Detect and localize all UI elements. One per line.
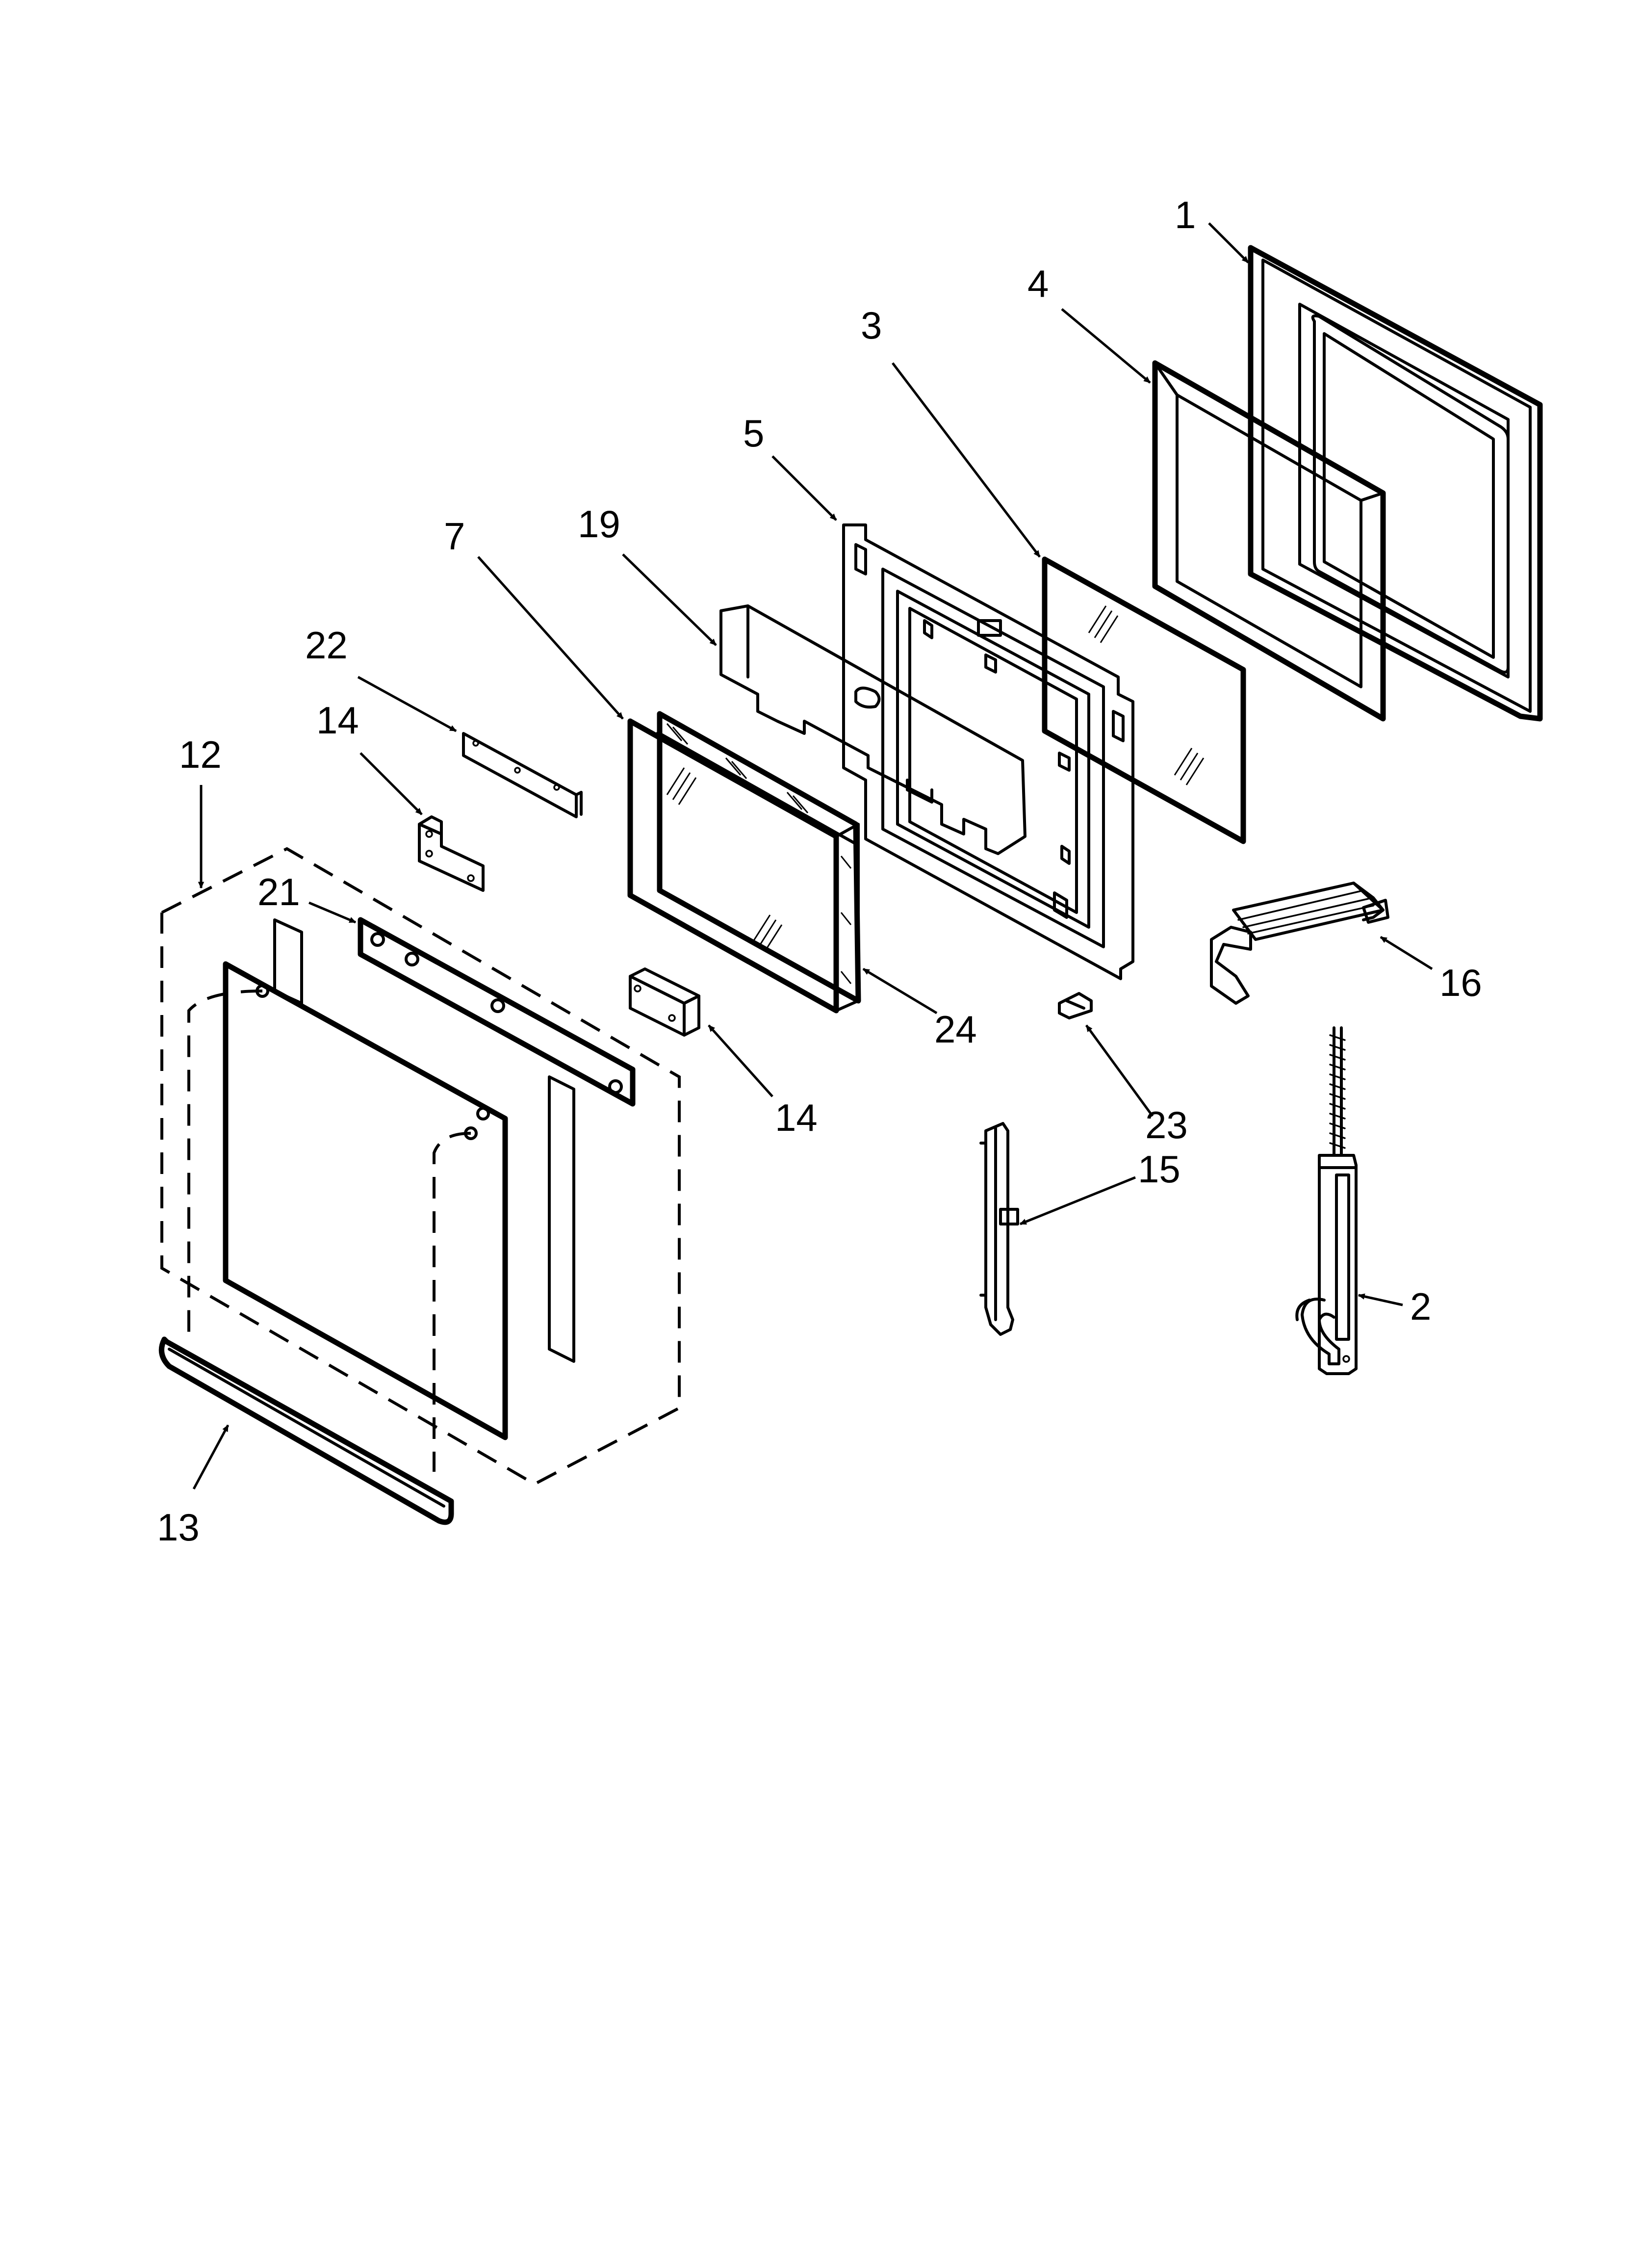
- door-trim-strip: [358, 917, 636, 1107]
- glass-retainer-bracket: [462, 732, 583, 818]
- callout-7: 7: [444, 515, 465, 558]
- door-latch-rod: [979, 1122, 1019, 1336]
- door-baffle: [719, 604, 1026, 855]
- door-hinge: [1295, 1026, 1358, 1375]
- callout-labels: 1 4 3 5 19 7 22 14 12 21 24 14 16 23 15 …: [157, 193, 1482, 1549]
- callout-2: 2: [1410, 1285, 1431, 1328]
- callout-15: 15: [1138, 1147, 1180, 1191]
- callout-23: 23: [1145, 1103, 1188, 1147]
- callout-3: 3: [861, 304, 882, 347]
- callout-16: 16: [1439, 961, 1482, 1004]
- callout-13: 13: [157, 1506, 200, 1549]
- callout-14-upper: 14: [316, 699, 359, 742]
- inner-door-liner: [842, 523, 1134, 980]
- door-support-bracket: [1210, 882, 1389, 1005]
- callout-12: 12: [179, 733, 222, 776]
- callout-14-lower: 14: [775, 1096, 818, 1139]
- callout-5: 5: [743, 412, 764, 455]
- callout-19: 19: [578, 502, 620, 546]
- outer-door-assembly: [160, 847, 681, 1486]
- callout-21: 21: [257, 870, 300, 913]
- callout-1: 1: [1175, 193, 1196, 236]
- door-glass-assembly: [627, 711, 861, 1014]
- inner-door-glass: [1042, 556, 1246, 844]
- door-bracket-lower: [629, 967, 700, 1037]
- door-bracket-upper: [418, 815, 485, 892]
- callout-leaders: [192, 222, 1433, 1490]
- outer-door-panel: [1248, 245, 1543, 722]
- door-trim-frame: [1152, 360, 1386, 722]
- callout-4: 4: [1027, 262, 1049, 305]
- callout-24: 24: [934, 1008, 977, 1051]
- door-clip: [1058, 992, 1093, 1019]
- callout-22: 22: [305, 624, 348, 667]
- door-handle-trim: [158, 1336, 454, 1525]
